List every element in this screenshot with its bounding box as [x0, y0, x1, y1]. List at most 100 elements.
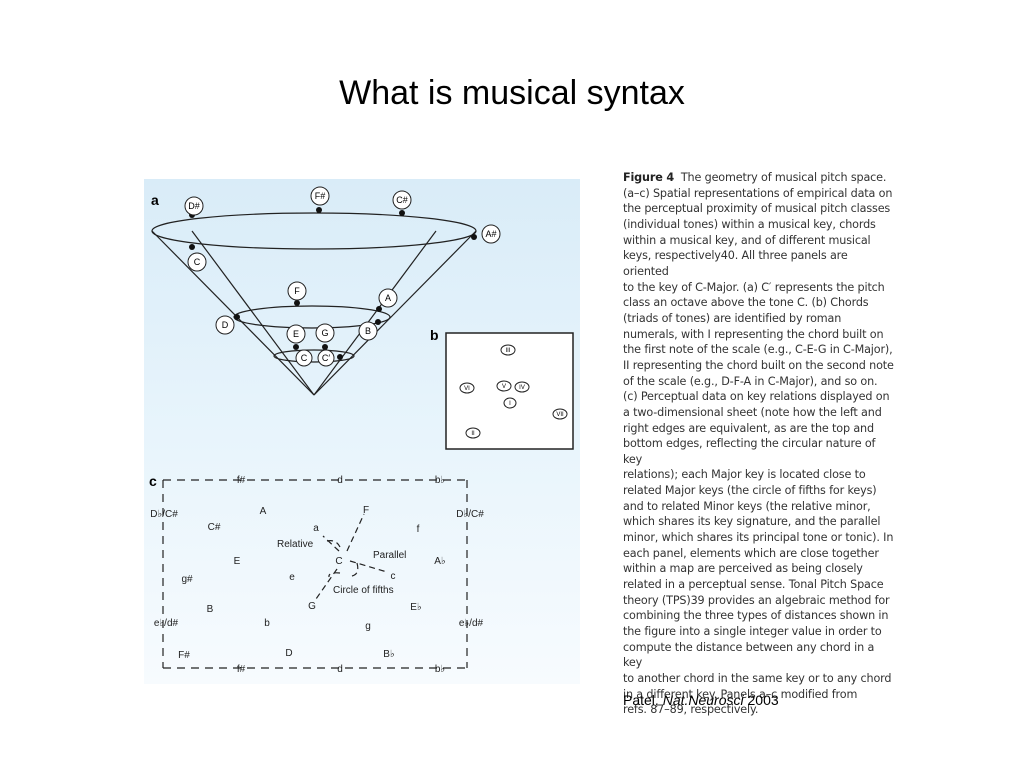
- chord-v: V: [502, 384, 506, 390]
- edge-bottom-d: d: [337, 664, 343, 675]
- edge-bottom-b-flat: b♭: [435, 664, 445, 675]
- key-f-major: F: [363, 505, 369, 516]
- caption-line: relations); each Major key is located cl…: [623, 468, 866, 482]
- caption-line: theory (TPS)39 provides an algebraic met…: [623, 593, 890, 607]
- edge-right-d-flat: D♭/C#: [456, 509, 484, 520]
- chord-iv: IV: [519, 385, 525, 391]
- panel-c-label: c: [149, 473, 157, 489]
- caption-line: numerals, with I representing the chord …: [623, 327, 884, 341]
- note-f-sharp: F#: [315, 191, 326, 201]
- key-b-major: B: [207, 604, 214, 615]
- caption-line: related Major keys (the circle of fifths…: [623, 484, 877, 498]
- caption-line: (individual tones) within a musical key,…: [623, 217, 876, 231]
- key-g-major: G: [308, 601, 316, 612]
- caption-line: to the key of C-Major. (a) C′ represents…: [623, 280, 885, 294]
- slide-title: What is musical syntax: [339, 74, 685, 112]
- caption-line: (a–c) Spatial representations of empiric…: [623, 186, 893, 200]
- key-e-major: E: [234, 556, 241, 567]
- caption-line: the perceptual proximity of musical pitc…: [623, 202, 891, 216]
- caption-line: class an octave above the tone C. (b) Ch…: [623, 296, 869, 310]
- key-b-minor: b: [264, 618, 270, 629]
- chord-ii: II: [471, 431, 475, 437]
- citation-credit: Patel, Nat.Neurosci 2003: [623, 692, 779, 708]
- caption-line: and to related Minor keys (the relative …: [623, 499, 871, 513]
- panel-c-arrows: [315, 513, 388, 600]
- edge-left-e-flat: e♭/d#: [154, 618, 179, 629]
- caption-line: related in a perceptual sense. Tonal Pit…: [623, 578, 884, 592]
- caption-figure-label: Figure 4: [623, 171, 675, 184]
- key-d-major: D: [285, 648, 292, 659]
- caption-line: in a different key. Panels a–c modified …: [623, 687, 858, 701]
- annotation-relative: Relative: [277, 539, 314, 550]
- caption-line: of the scale (e.g., D-F-A in C-Major), a…: [623, 374, 878, 388]
- caption-line: II representing the chord built on the s…: [623, 358, 894, 372]
- caption-line: bottom edges, reflecting the circular na…: [623, 437, 876, 466]
- pitch-space-figure: a D# F# C# A# C F A D B: [144, 179, 580, 684]
- panel-c-sheet-edges: [162, 479, 468, 669]
- caption-line: combining the three types of distances s…: [623, 609, 889, 623]
- cone-lines: [151, 212, 477, 396]
- key-g-sharp: g#: [181, 574, 193, 585]
- note-c-bottom: C: [301, 353, 308, 363]
- edge-left-d-flat: D♭/C#: [150, 509, 178, 520]
- caption-line: (c) Perceptual data on key relations dis…: [623, 390, 890, 404]
- note-d-sharp: D#: [188, 201, 200, 211]
- panel-c-keys: C# A F f a E A♭ e c g# B E♭ b g F# D B♭ …: [178, 505, 446, 661]
- note-c-prime: C′: [322, 353, 330, 363]
- panel-c-edge-labels: f# d b♭ f# d b♭ D♭/C# e♭/d# D♭/C# e♭/d#: [150, 475, 484, 675]
- note-g: G: [321, 328, 328, 338]
- key-f-sharp: F#: [178, 650, 190, 661]
- caption-line: keys, respectively40. All three panels a…: [623, 249, 848, 278]
- caption-line: each panel, elements which are close tog…: [623, 546, 879, 560]
- edge-top-d: d: [337, 475, 343, 486]
- caption-line: the first note of the scale (e.g., C-E-G…: [623, 343, 893, 357]
- note-b: B: [365, 326, 371, 336]
- credit-journal: Nat.Neurosci: [662, 692, 744, 708]
- chord-i: I: [509, 401, 511, 407]
- edge-top-f-sharp: f#: [237, 475, 246, 486]
- caption-line: within a musical key, and of different m…: [623, 233, 871, 247]
- panel-b-label: b: [430, 327, 439, 343]
- note-a-sharp: A#: [485, 229, 496, 239]
- cone-note-labels: D# F# C# A# C F A D B E G C C′: [184, 186, 501, 367]
- key-e-minor: e: [289, 572, 295, 583]
- note-f: F: [294, 286, 300, 296]
- note-c-top: C: [194, 257, 201, 267]
- key-b-flat: B♭: [383, 649, 394, 660]
- caption-line: the figure into a single integer value i…: [623, 625, 882, 639]
- chord-iii: III: [505, 348, 510, 354]
- key-a-minor: a: [313, 523, 319, 534]
- annotation-circle-of-fifths: Circle of fifths: [333, 585, 394, 596]
- note-c-sharp: C#: [396, 195, 408, 205]
- edge-top-b-flat: b♭: [435, 475, 445, 486]
- caption-line-1: Figure 4 The geometry of musical pitch s…: [623, 171, 887, 184]
- credit-author: Patel,: [623, 692, 663, 708]
- caption-line: refs. 87–89, respectively.: [623, 703, 759, 717]
- chord-numerals: III VI V IV I VII II: [459, 344, 568, 439]
- figure-caption: Figure 4 The geometry of musical pitch s…: [623, 170, 895, 718]
- note-d: D: [222, 320, 229, 330]
- key-c-minor: c: [391, 571, 396, 582]
- panel-a-label: a: [151, 192, 159, 208]
- caption-line: minor, which shares its principal tone o…: [623, 531, 894, 545]
- edge-bottom-f-sharp: f#: [237, 664, 246, 675]
- annotation-parallel: Parallel: [373, 550, 406, 561]
- credit-year: 2003: [743, 692, 779, 708]
- key-a-flat: A♭: [434, 556, 445, 567]
- key-g-minor: g: [365, 621, 371, 632]
- caption-line: to another chord in the same key or to a…: [623, 672, 892, 685]
- caption-line: which shares its key signature, and the …: [623, 515, 881, 529]
- key-e-flat: E♭: [410, 602, 421, 613]
- panel-c-annotations: Relative Parallel Circle of fifths: [277, 539, 406, 596]
- caption-line: right edges are equivalent, as are the t…: [623, 421, 874, 435]
- chord-vi: VI: [464, 386, 470, 392]
- note-e: E: [293, 329, 299, 339]
- key-c-sharp: C#: [208, 522, 221, 533]
- key-f-minor: f: [417, 524, 420, 535]
- key-a-major: A: [260, 506, 267, 517]
- caption-line: a two-dimensional sheet (note how the le…: [623, 405, 882, 419]
- edge-right-e-flat: e♭/d#: [459, 618, 484, 629]
- caption-line: compute the distance between any chord i…: [623, 640, 875, 670]
- note-a: A: [385, 293, 391, 303]
- key-c-major: C: [335, 556, 342, 567]
